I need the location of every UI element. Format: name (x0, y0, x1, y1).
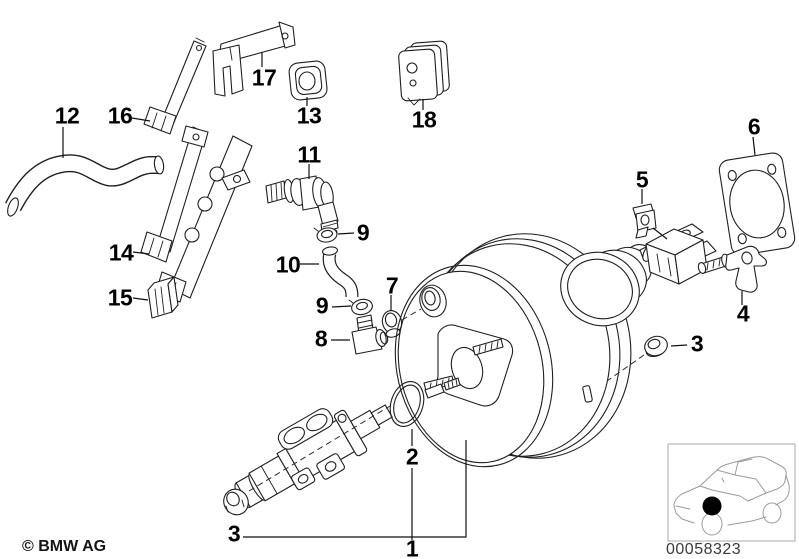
nut-3-right-drawing (644, 335, 668, 358)
part-label-12[interactable]: 12 (54, 102, 80, 129)
clamp-9-lower-drawing (348, 298, 373, 316)
part-label-4[interactable]: 4 (736, 300, 750, 327)
pin-4-drawing (697, 245, 767, 293)
hose-12-drawing (5, 154, 165, 217)
nut-3-left-drawing (223, 488, 249, 516)
clevis-drawing (639, 223, 717, 285)
part-label-10[interactable]: 10 (275, 251, 301, 278)
part-label-5[interactable]: 5 (635, 166, 649, 193)
copyright-text: © BMW AG (22, 538, 107, 555)
car-outline-icon (673, 456, 790, 536)
part-label-18[interactable]: 18 (411, 106, 437, 133)
part-label-15[interactable]: 15 (107, 284, 133, 311)
location-dot (702, 496, 722, 516)
axis-dashed-lines (248, 308, 645, 492)
part-label-11[interactable]: 11 (297, 141, 321, 168)
callout-lines (62, 52, 756, 540)
part-label-2[interactable]: 2 (405, 443, 419, 470)
oring-2-drawing (389, 381, 425, 427)
part-label-9[interactable]: 9 (356, 219, 370, 246)
car-thumbnail (667, 443, 796, 542)
part-label-7[interactable]: 7 (385, 272, 399, 299)
part-label-13[interactable]: 13 (296, 102, 322, 129)
block-15-drawing (147, 276, 179, 319)
pad-18-drawing (398, 40, 450, 106)
clamp-9-upper-drawing (313, 227, 338, 243)
bracket-17-drawing (212, 21, 296, 97)
part-label-3[interactable]: 3 (227, 520, 241, 547)
clip-5-drawing (632, 203, 657, 239)
bracket-16-drawing (143, 37, 207, 135)
part-label-17[interactable]: 17 (251, 64, 277, 91)
image-number: 00058323 (666, 541, 742, 558)
elbow-8-drawing (351, 314, 389, 355)
rail-14-drawing (140, 125, 253, 303)
hose-10-drawing (322, 246, 359, 298)
grommet-13-drawing (288, 60, 328, 101)
part-label-3[interactable]: 3 (690, 330, 704, 357)
part-label-14[interactable]: 14 (108, 239, 134, 266)
part-label-16[interactable]: 16 (107, 102, 133, 129)
part-label-8[interactable]: 8 (314, 325, 328, 352)
stud-drawing (424, 377, 461, 399)
part-label-6[interactable]: 6 (747, 113, 761, 140)
part-label-9[interactable]: 9 (315, 292, 329, 319)
part-label-1[interactable]: 1 (405, 535, 419, 559)
master-cylinder-drawing (234, 404, 393, 508)
gasket-6-drawing (718, 152, 796, 256)
bellows-drawing (560, 244, 657, 327)
